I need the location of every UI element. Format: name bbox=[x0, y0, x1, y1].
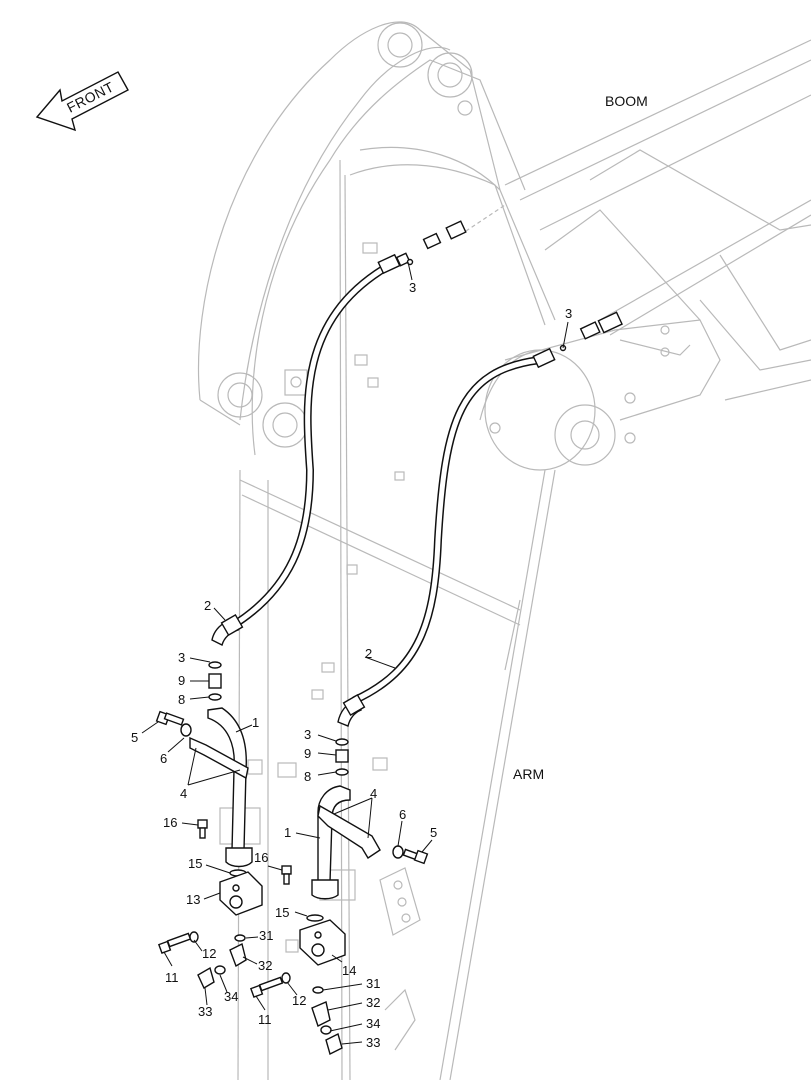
callout-5: 5 bbox=[430, 825, 437, 840]
callout-14: 14 bbox=[342, 963, 356, 978]
hose-left bbox=[228, 264, 389, 630]
callout-12: 12 bbox=[202, 946, 216, 961]
callout-2: 2 bbox=[204, 598, 211, 613]
callout-15: 15 bbox=[275, 905, 289, 920]
callout-13: 13 bbox=[186, 892, 200, 907]
arm-label: ARM bbox=[513, 766, 544, 782]
callout-3: 3 bbox=[304, 727, 311, 742]
callout-6: 6 bbox=[399, 807, 406, 822]
callout-15: 15 bbox=[188, 856, 202, 871]
callout-6: 6 bbox=[160, 751, 167, 766]
callout-9: 9 bbox=[178, 673, 185, 688]
callout-31: 31 bbox=[366, 976, 380, 991]
callout-3: 3 bbox=[178, 650, 185, 665]
callout-31: 31 bbox=[259, 928, 273, 943]
callout-33: 33 bbox=[366, 1035, 380, 1050]
callout-33: 33 bbox=[198, 1004, 212, 1019]
callout-1: 1 bbox=[252, 715, 259, 730]
boom-label: BOOM bbox=[605, 93, 648, 109]
callout-5: 5 bbox=[131, 730, 138, 745]
callout-3: 3 bbox=[565, 306, 572, 321]
boom-arm-structure bbox=[197, 21, 811, 1080]
callout-16: 16 bbox=[163, 815, 177, 830]
left-pipe-assembly bbox=[155, 613, 263, 990]
callout-11: 11 bbox=[165, 970, 179, 985]
callout-8: 8 bbox=[304, 769, 311, 784]
right-pipe-assembly bbox=[249, 693, 429, 1056]
callout-8: 8 bbox=[178, 692, 185, 707]
front-arrow: FRONT bbox=[35, 71, 129, 132]
hose-right bbox=[351, 356, 544, 704]
callout-3: 3 bbox=[409, 280, 416, 295]
callout-4: 4 bbox=[180, 786, 187, 801]
callout-4: 4 bbox=[370, 786, 377, 801]
callout-11: 11 bbox=[258, 1012, 272, 1027]
callout-9: 9 bbox=[304, 746, 311, 761]
callout-32: 32 bbox=[258, 958, 272, 973]
callout-16: 16 bbox=[254, 850, 268, 865]
callout-12: 12 bbox=[292, 993, 306, 1008]
callout-32: 32 bbox=[366, 995, 380, 1010]
callout-1: 1 bbox=[284, 825, 291, 840]
callout-34: 34 bbox=[366, 1016, 380, 1031]
callout-numbers: 3 3 2 3 9 8 1 5 6 4 16 15 13 12 11 31 32… bbox=[131, 280, 572, 1050]
callout-2: 2 bbox=[365, 646, 372, 661]
hose-fittings-top bbox=[377, 220, 623, 369]
callout-34: 34 bbox=[224, 989, 238, 1004]
leader-lines bbox=[141, 261, 569, 1045]
